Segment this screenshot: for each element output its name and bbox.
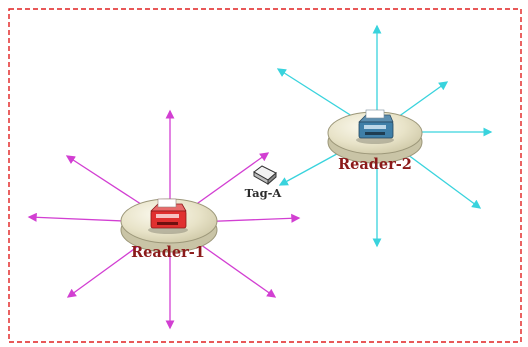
reader-2-printer-icon — [356, 109, 394, 144]
reader-2-label: Reader-2 — [338, 156, 412, 173]
reader-1-node: Reader-1 — [120, 198, 218, 261]
reader-2-node: Reader-2 — [327, 109, 423, 173]
reader-1-printer-icon — [148, 198, 188, 234]
reader-1-label: Reader-1 — [131, 244, 205, 261]
tag-a-label: Tag-A — [245, 186, 283, 200]
tag-a: Tag-A — [245, 165, 283, 200]
tag-icon — [253, 165, 277, 186]
dashed-border — [8, 8, 522, 343]
